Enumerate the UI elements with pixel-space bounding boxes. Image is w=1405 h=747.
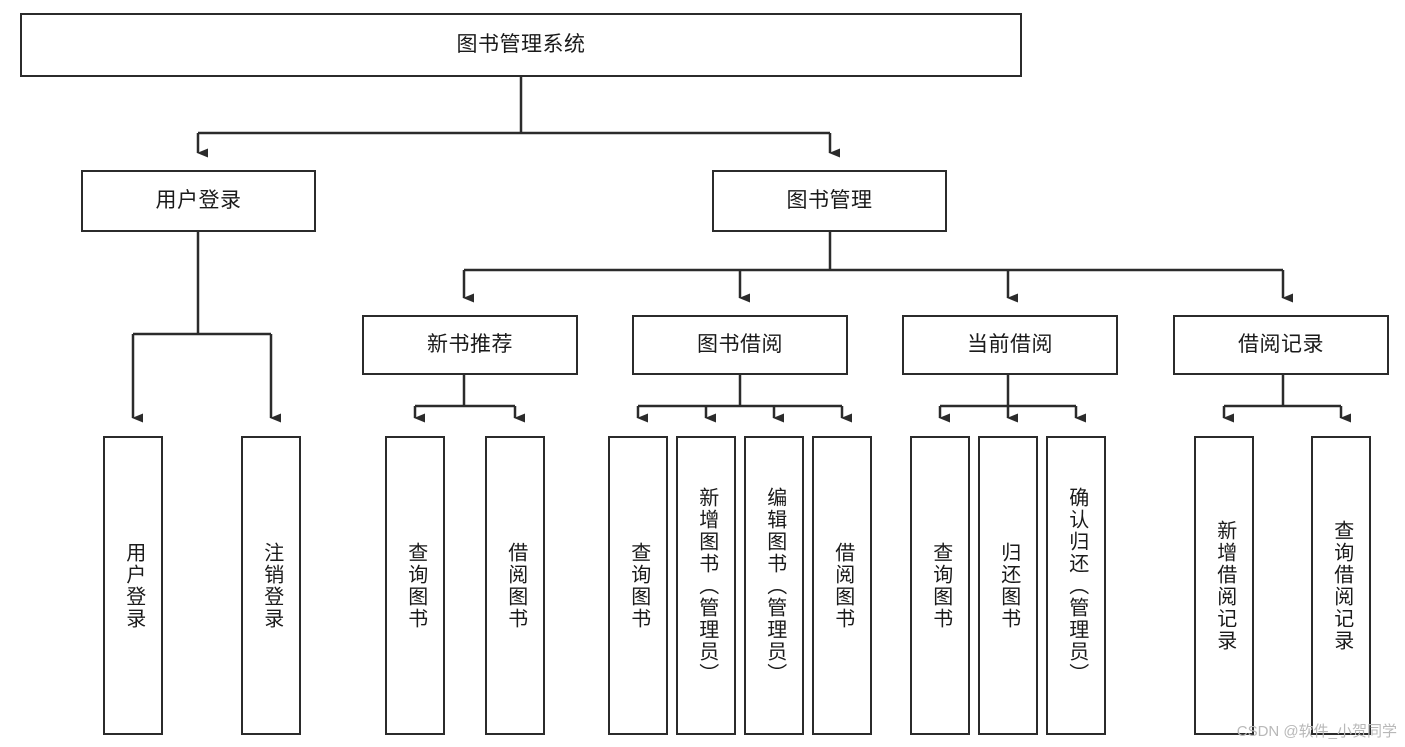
leaf-logout-login[interactable]: 注销登录 [241,436,301,735]
leaf-user-login[interactable]: 用户登录 [103,436,163,735]
node-book-management-label: 图书管理 [786,188,873,212]
leaf-query-book-1[interactable]: 查询图书 [385,436,445,735]
leaf-add-record-label: 新增借阅记录 [1213,519,1236,652]
leaf-user-login-label: 用户登录 [122,541,145,630]
leaf-query-book-1-label: 查询图书 [404,541,427,630]
leaf-borrow-book-2-label: 借阅图书 [831,541,854,630]
leaf-logout-login-label: 注销登录 [260,541,283,630]
node-current-borrow[interactable]: 当前借阅 [902,315,1118,375]
node-user-login-label: 用户登录 [155,188,242,212]
leaf-confirm-return-label: 确认归还（管理员） [1065,486,1088,685]
leaf-add-record[interactable]: 新增借阅记录 [1194,436,1254,735]
leaf-return-book-label: 归还图书 [997,541,1020,630]
leaf-borrow-book-1-label: 借阅图书 [504,541,527,630]
node-current-borrow-label: 当前借阅 [967,332,1053,356]
leaf-edit-book-label: 编辑图书（管理员） [763,486,786,685]
node-root[interactable]: 图书管理系统 [20,13,1022,77]
leaf-query-record-label: 查询借阅记录 [1330,519,1353,652]
leaf-edit-book[interactable]: 编辑图书（管理员） [744,436,804,735]
node-root-label: 图书管理系统 [456,32,586,56]
leaf-query-book-3-label: 查询图书 [929,541,952,630]
node-user-login[interactable]: 用户登录 [81,170,316,232]
leaf-add-book[interactable]: 新增图书（管理员） [676,436,736,735]
node-borrow-record[interactable]: 借阅记录 [1173,315,1389,375]
leaf-confirm-return[interactable]: 确认归还（管理员） [1046,436,1106,735]
leaf-query-book-2-label: 查询图书 [627,541,650,630]
node-book-borrow[interactable]: 图书借阅 [632,315,848,375]
leaf-query-record[interactable]: 查询借阅记录 [1311,436,1371,735]
node-book-management[interactable]: 图书管理 [712,170,947,232]
leaf-query-book-3[interactable]: 查询图书 [910,436,970,735]
node-book-borrow-label: 图书借阅 [697,332,783,356]
node-new-book-recommend[interactable]: 新书推荐 [362,315,578,375]
leaf-borrow-book-2[interactable]: 借阅图书 [812,436,872,735]
node-new-book-recommend-label: 新书推荐 [427,332,513,356]
leaf-return-book[interactable]: 归还图书 [978,436,1038,735]
leaf-borrow-book-1[interactable]: 借阅图书 [485,436,545,735]
leaf-add-book-label: 新增图书（管理员） [695,486,718,685]
leaf-query-book-2[interactable]: 查询图书 [608,436,668,735]
node-borrow-record-label: 借阅记录 [1238,332,1324,356]
